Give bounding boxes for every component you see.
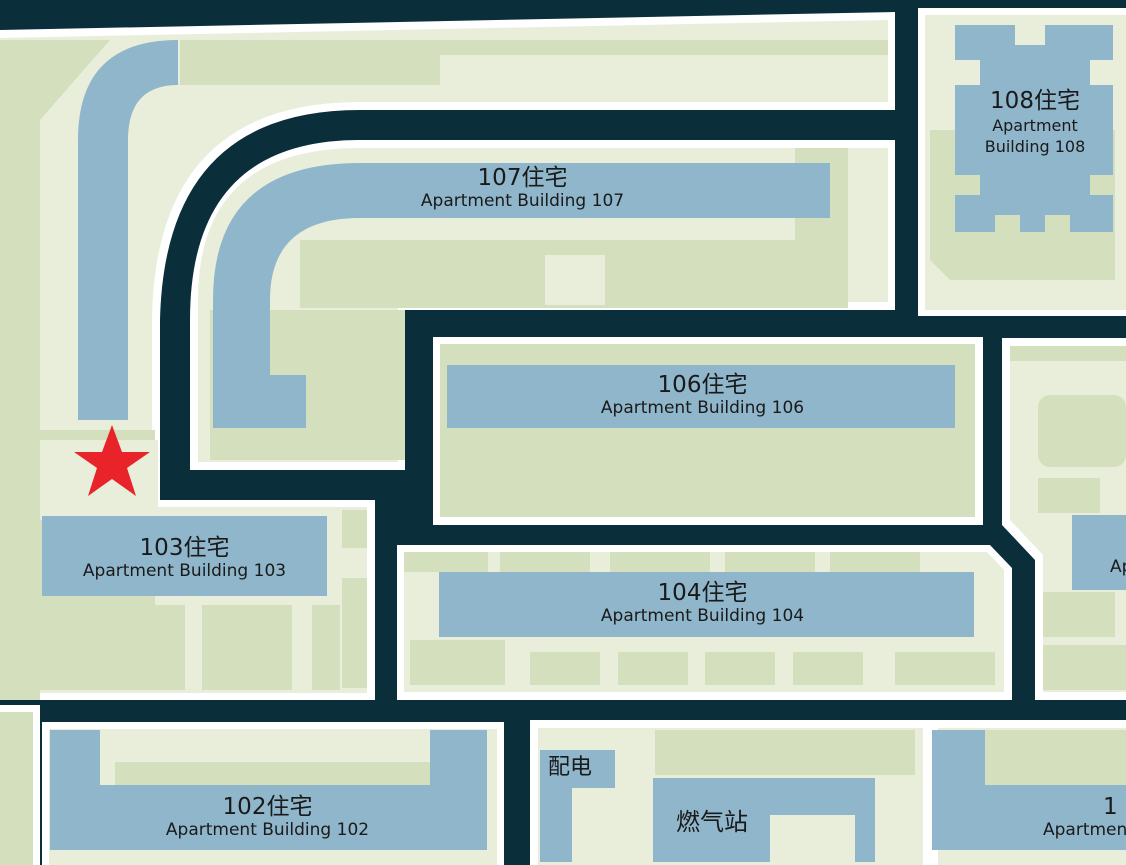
greenery-104-d <box>725 552 815 572</box>
building-power-station <box>540 750 615 862</box>
label-107-en: Apartment Building 107 <box>420 191 625 211</box>
building-east-partial <box>1072 515 1126 590</box>
label-108-zh: 108住宅 <box>990 88 1080 114</box>
greenery-103-d <box>312 605 340 690</box>
building-gas-station <box>653 778 875 862</box>
greenery-104-a <box>404 552 488 572</box>
label-building-107[interactable]: 107住宅 Apartment Building 107 <box>400 167 645 210</box>
label-108-en-line1: Apartment <box>992 116 1078 135</box>
greenery-sw <box>0 712 33 865</box>
label-108-en-line2: Building 108 <box>984 136 1086 156</box>
greenery-102 <box>115 762 430 787</box>
greenery-east-d <box>1043 592 1115 637</box>
label-106-en: Apartment Building 106 <box>600 398 805 418</box>
greenery-103-f <box>342 578 367 688</box>
label-power-station[interactable]: 配电 <box>548 755 593 780</box>
building-104 <box>439 572 974 637</box>
greenery-104-h <box>618 652 688 685</box>
building-107 <box>213 163 830 428</box>
greenery-104-c <box>610 552 710 572</box>
label-105-zh: 1 <box>1103 796 1118 820</box>
sidewalk-107-patch <box>545 255 605 305</box>
greenery-103-a <box>42 605 74 690</box>
greenery-east-e <box>1043 645 1126 690</box>
greenery-facilities <box>655 730 915 775</box>
label-gas-station[interactable]: 燃气站 <box>676 808 748 836</box>
label-building-106[interactable]: 106住宅 Apartment Building 106 <box>580 374 825 417</box>
label-103-zh: 103住宅 <box>139 535 230 561</box>
label-building-103[interactable]: 103住宅 Apartment Building 103 <box>62 537 307 580</box>
greenery-se <box>985 730 1126 785</box>
greenery-104-k <box>895 652 995 685</box>
label-105-en: Apartmen <box>1043 820 1126 839</box>
label-104-en: Apartment Building 104 <box>600 606 805 626</box>
location-marker-star-icon[interactable] <box>74 425 150 496</box>
greenery-104-b <box>500 552 590 572</box>
greenery-104-j <box>793 652 863 685</box>
building-105-partial <box>932 730 1126 850</box>
label-107-zh: 107住宅 <box>477 165 568 191</box>
greenery-east-c <box>1038 478 1100 513</box>
label-building-east-partial[interactable]: Ap <box>1110 559 1126 576</box>
label-building-105-partial[interactable]: 1 Apartmen <box>1043 796 1126 839</box>
label-east-en: Ap <box>1110 559 1126 576</box>
label-103-en: Apartment Building 103 <box>82 561 287 581</box>
greenery-104-i <box>705 652 775 685</box>
greenery-103-e <box>342 510 367 548</box>
greenery-104-e <box>830 552 920 572</box>
greenery-104-f <box>410 640 505 685</box>
label-104-zh: 104住宅 <box>657 580 748 606</box>
greenery-103-b <box>93 605 185 690</box>
building-103 <box>42 516 327 596</box>
greenery-east-a <box>1010 346 1126 361</box>
label-106-zh: 106住宅 <box>657 372 748 398</box>
label-building-108[interactable]: 108住宅 Apartment Building 108 <box>965 90 1105 158</box>
label-building-102[interactable]: 102住宅 Apartment Building 102 <box>145 796 390 839</box>
greenery-103-c <box>202 605 292 690</box>
building-106 <box>447 365 955 428</box>
building-108 <box>955 25 1113 232</box>
greenery-east-b <box>1038 395 1126 467</box>
greenery-104-g <box>530 652 600 685</box>
sidewalk-north-strip <box>440 55 888 85</box>
building-102 <box>50 730 487 850</box>
label-102-zh: 102住宅 <box>222 794 313 820</box>
building-curved-west <box>78 40 178 420</box>
label-building-104[interactable]: 104住宅 Apartment Building 104 <box>580 582 825 625</box>
label-102-en: Apartment Building 102 <box>165 820 370 840</box>
